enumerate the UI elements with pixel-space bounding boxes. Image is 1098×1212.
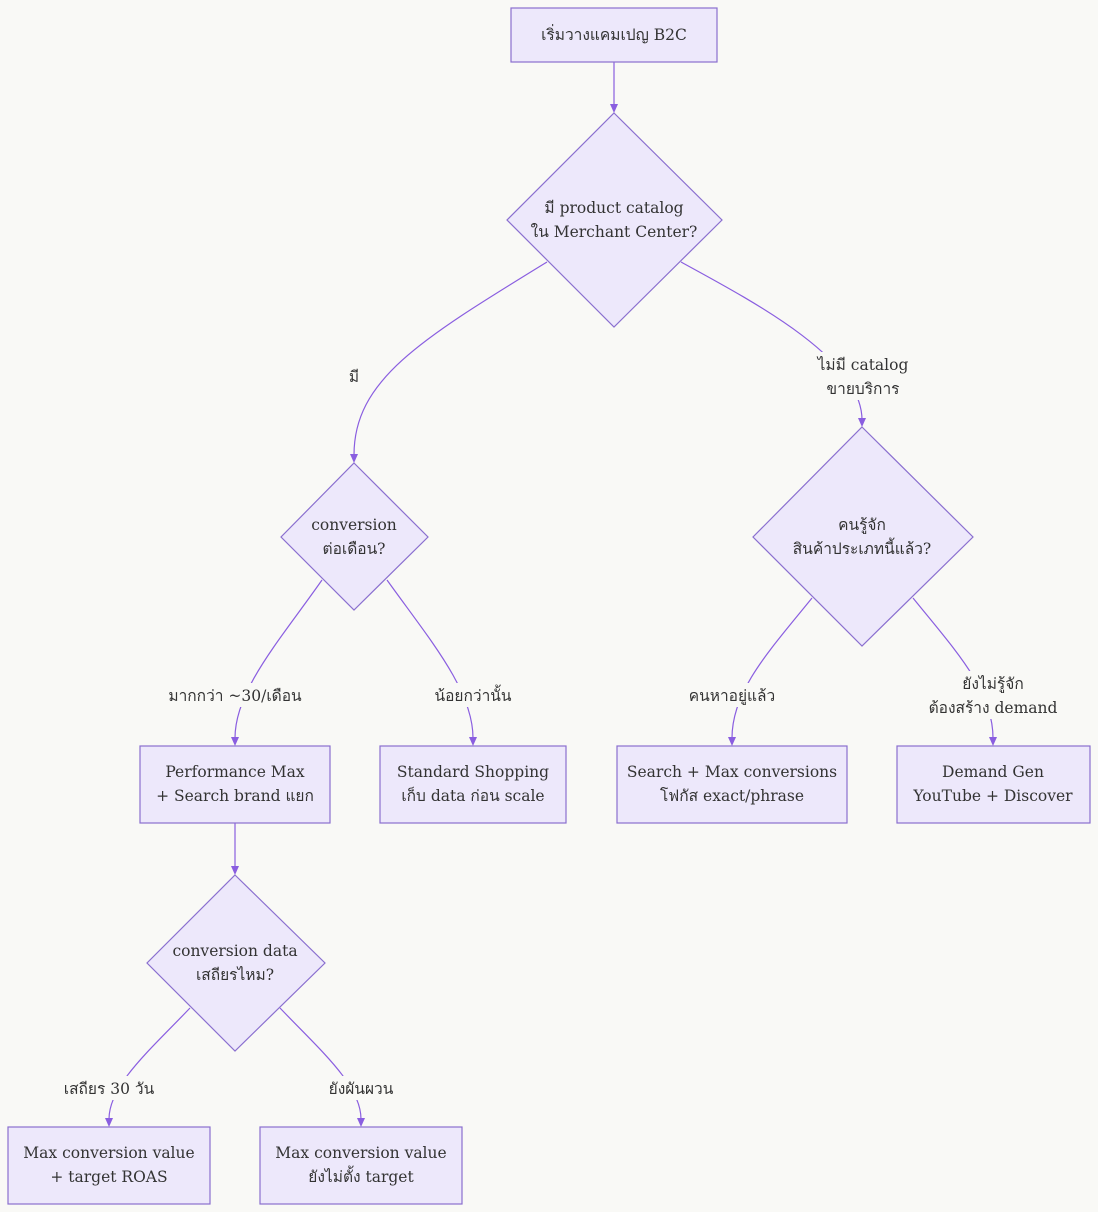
edge-label-text: ยังผันผวน xyxy=(329,1080,394,1098)
node-pmax: Performance Max + Search brand แยก xyxy=(139,745,331,824)
edge-label-more-than-30: มากกว่า ~30/เดือน xyxy=(168,683,302,707)
node-text: Demand Gen xyxy=(942,763,1044,781)
edge-conversion-to-pmax xyxy=(231,579,323,746)
node-text: คนรู้จัก xyxy=(838,516,886,535)
node-search: Search + Max conversions โฟกัส exact/phr… xyxy=(616,745,848,824)
node-text: สินค้าประเภทนี้แล้ว? xyxy=(793,537,931,558)
node-text: Search + Max conversions xyxy=(627,763,837,781)
edge-catalog-to-conversion xyxy=(350,261,548,463)
edge-label-text: เสถียร 30 วัน xyxy=(64,1080,155,1098)
edge-awareness-to-demandgen xyxy=(912,597,997,746)
node-catalog-decision: มี product catalog ใน Merchant Center? xyxy=(506,112,723,328)
node-notarget: Max conversion value ยังไม่ตั้ง target xyxy=(259,1126,463,1205)
edge-stable-to-roas xyxy=(105,1007,191,1127)
edge-label-text: น้อยกว่านั้น xyxy=(435,684,512,705)
edge-catalog-to-awareness xyxy=(680,261,866,427)
edge-label-unknown: ยังไม่รู้จัก ต้องสร้าง demand xyxy=(929,671,1058,719)
node-text: ยังไม่ตั้ง target xyxy=(308,1165,414,1186)
edge-pmax-to-stable xyxy=(231,823,239,875)
node-text: Standard Shopping xyxy=(397,763,549,781)
edge-label-text: ยังไม่รู้จัก xyxy=(962,675,1023,694)
node-stable-decision: conversion data เสถียรไหม? xyxy=(146,874,326,1052)
node-text: ต่อเดือน? xyxy=(323,540,386,558)
node-demandgen: Demand Gen YouTube + Discover xyxy=(896,745,1091,824)
node-text: + Search brand แยก xyxy=(156,787,314,805)
node-awareness-decision: คนรู้จัก สินค้าประเภทนี้แล้ว? xyxy=(752,426,974,647)
edge-label-text: คนหาอยู่แล้ว xyxy=(689,687,775,706)
node-text: YouTube + Discover xyxy=(912,787,1073,805)
node-text: มี product catalog xyxy=(544,199,683,217)
node-text: + target ROAS xyxy=(50,1168,167,1186)
node-text: โฟกัส exact/phrase xyxy=(660,787,804,805)
edge-label-has-catalog: มี xyxy=(344,364,366,388)
node-text: Performance Max xyxy=(165,763,305,781)
edge-label-text: ไม่มี catalog xyxy=(816,356,909,374)
node-text: Max conversion value xyxy=(275,1144,446,1162)
node-text: เสถียรไหม? xyxy=(196,966,274,984)
edge-label-less: น้อยกว่านั้น xyxy=(430,683,516,707)
node-conversion-decision: conversion ต่อเดือน? xyxy=(280,462,429,611)
node-text: Max conversion value xyxy=(23,1144,194,1162)
edge-label-stable-30: เสถียร 30 วัน xyxy=(62,1076,156,1100)
node-text: เริ่มวางแคมเปญ B2C xyxy=(541,24,687,44)
edge-label-text: มี xyxy=(349,368,359,386)
edge-label-text: ต้องสร้าง demand xyxy=(929,699,1058,717)
node-shopping: Standard Shopping เก็บ data ก่อน scale xyxy=(379,745,567,824)
node-text: conversion data xyxy=(172,942,297,960)
edge-conversion-to-shopping xyxy=(386,579,477,746)
edge-awareness-to-search xyxy=(728,597,813,746)
node-text: เก็บ data ก่อน scale xyxy=(401,786,544,805)
edge-label-fluctuating: ยังผันผวน xyxy=(323,1076,399,1100)
edge-stable-to-notarget xyxy=(279,1007,365,1127)
edge-label-already-searching: คนหาอยู่แล้ว xyxy=(684,683,780,707)
edge-label-no-catalog: ไม่มี catalog ขายบริการ xyxy=(816,352,909,400)
node-text: conversion xyxy=(311,516,397,534)
node-text: ใน Merchant Center? xyxy=(531,223,698,241)
node-start: เริ่มวางแคมเปญ B2C xyxy=(510,7,718,63)
edge-start-to-catalog xyxy=(610,62,618,113)
node-roas: Max conversion value + target ROAS xyxy=(7,1126,211,1205)
edge-label-text: มากกว่า ~30/เดือน xyxy=(168,687,302,705)
edge-label-text: ขายบริการ xyxy=(827,380,900,398)
